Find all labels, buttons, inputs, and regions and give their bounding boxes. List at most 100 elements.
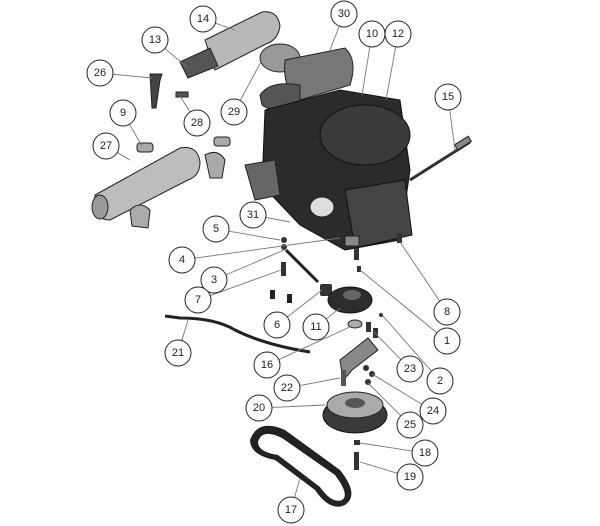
callout-number: 15 bbox=[442, 91, 454, 103]
leader-line-4 bbox=[194, 237, 341, 259]
callout-circle bbox=[433, 327, 461, 355]
callout-9: 9 bbox=[109, 99, 137, 127]
leader-line-29 bbox=[239, 59, 263, 101]
leader-line-10 bbox=[361, 46, 371, 96]
leader-line-16 bbox=[278, 325, 353, 360]
callout-number: 23 bbox=[404, 363, 416, 375]
callout-circle bbox=[330, 0, 358, 28]
leader-line-1 bbox=[359, 269, 438, 334]
callout-28: 28 bbox=[183, 109, 211, 137]
callout-12: 12 bbox=[384, 20, 412, 48]
callout-30: 30 bbox=[330, 0, 358, 28]
callout-number: 19 bbox=[404, 471, 416, 483]
callout-15: 15 bbox=[434, 83, 462, 111]
callout-circle bbox=[189, 5, 217, 33]
callout-number: 17 bbox=[285, 504, 297, 516]
electric-clutch bbox=[322, 391, 388, 470]
callout-number: 28 bbox=[191, 117, 203, 129]
leader-line-12 bbox=[385, 46, 397, 101]
callout-number: 14 bbox=[197, 13, 209, 25]
callout-number: 3 bbox=[211, 274, 217, 286]
leader-line-6 bbox=[286, 289, 323, 318]
leader-line-21 bbox=[181, 319, 189, 341]
callout-3: 3 bbox=[200, 266, 228, 294]
callout-14: 14 bbox=[189, 5, 217, 33]
callout-10: 10 bbox=[358, 20, 386, 48]
callout-circle bbox=[426, 367, 454, 395]
callout-number: 6 bbox=[274, 319, 280, 331]
callout-number: 27 bbox=[100, 140, 112, 152]
callout-26: 26 bbox=[86, 59, 114, 87]
muffler-upper bbox=[179, 11, 281, 79]
leader-line-13 bbox=[164, 48, 189, 69]
callout-circle bbox=[164, 339, 192, 367]
muffler-lower bbox=[91, 147, 226, 229]
callout-circle bbox=[141, 26, 169, 54]
callout-circle bbox=[396, 463, 424, 491]
callout-circle bbox=[384, 20, 412, 48]
callout-29: 29 bbox=[220, 98, 248, 126]
callout-circle bbox=[277, 496, 305, 524]
drive-belt bbox=[250, 425, 352, 507]
callout-number: 25 bbox=[404, 419, 416, 431]
leader-lines bbox=[112, 22, 456, 498]
callout-number: 12 bbox=[392, 28, 404, 40]
callout-circle bbox=[263, 311, 291, 339]
callout-4: 4 bbox=[168, 246, 196, 274]
callout-13: 13 bbox=[141, 26, 169, 54]
callout-24: 24 bbox=[419, 397, 447, 425]
leader-line-8 bbox=[399, 241, 441, 302]
leader-line-22 bbox=[299, 377, 341, 387]
callout-number: 13 bbox=[149, 34, 161, 46]
callout-circle bbox=[202, 215, 230, 243]
callout-circle bbox=[433, 298, 461, 326]
callout-number: 29 bbox=[228, 106, 240, 118]
callout-number: 18 bbox=[419, 447, 431, 459]
callout-1: 1 bbox=[433, 327, 461, 355]
leader-line-27 bbox=[117, 152, 131, 161]
callout-number: 1 bbox=[444, 335, 450, 347]
callout-number: 7 bbox=[195, 294, 201, 306]
callout-18: 18 bbox=[411, 439, 439, 467]
callout-number: 21 bbox=[172, 347, 184, 359]
pulley bbox=[327, 286, 373, 329]
callout-8: 8 bbox=[433, 298, 461, 326]
callout-5: 5 bbox=[202, 215, 230, 243]
engine-block bbox=[244, 89, 413, 251]
callout-22: 22 bbox=[273, 374, 301, 402]
callout-number: 4 bbox=[179, 254, 185, 266]
callout-circle bbox=[396, 411, 424, 439]
callout-6: 6 bbox=[263, 311, 291, 339]
callout-number: 9 bbox=[120, 107, 126, 119]
callout-number: 24 bbox=[427, 405, 439, 417]
bracket bbox=[339, 322, 379, 386]
small-hardware bbox=[136, 73, 402, 317]
leader-line-2 bbox=[382, 315, 432, 372]
callout-7: 7 bbox=[184, 286, 212, 314]
callout-number: 2 bbox=[437, 375, 443, 387]
callout-circle bbox=[184, 286, 212, 314]
leader-line-28 bbox=[179, 95, 191, 113]
callout-circle bbox=[109, 99, 137, 127]
leader-line-5 bbox=[228, 230, 281, 241]
callout-number: 31 bbox=[247, 209, 259, 221]
callout-number: 22 bbox=[281, 382, 293, 394]
leader-line-19 bbox=[359, 461, 398, 474]
callout-circle bbox=[273, 374, 301, 402]
callout-circle bbox=[183, 109, 211, 137]
callout-16: 16 bbox=[253, 351, 281, 379]
callout-circle bbox=[200, 266, 228, 294]
callout-circle bbox=[168, 246, 196, 274]
callout-number: 5 bbox=[213, 223, 219, 235]
callout-circle bbox=[220, 98, 248, 126]
wire-harness bbox=[164, 314, 311, 354]
callout-circle bbox=[419, 397, 447, 425]
leader-line-11 bbox=[325, 307, 341, 320]
callout-circle bbox=[92, 132, 120, 160]
callout-21: 21 bbox=[164, 339, 192, 367]
callout-circle bbox=[434, 83, 462, 111]
leader-line-3 bbox=[225, 249, 285, 276]
leader-line-9 bbox=[129, 124, 143, 147]
